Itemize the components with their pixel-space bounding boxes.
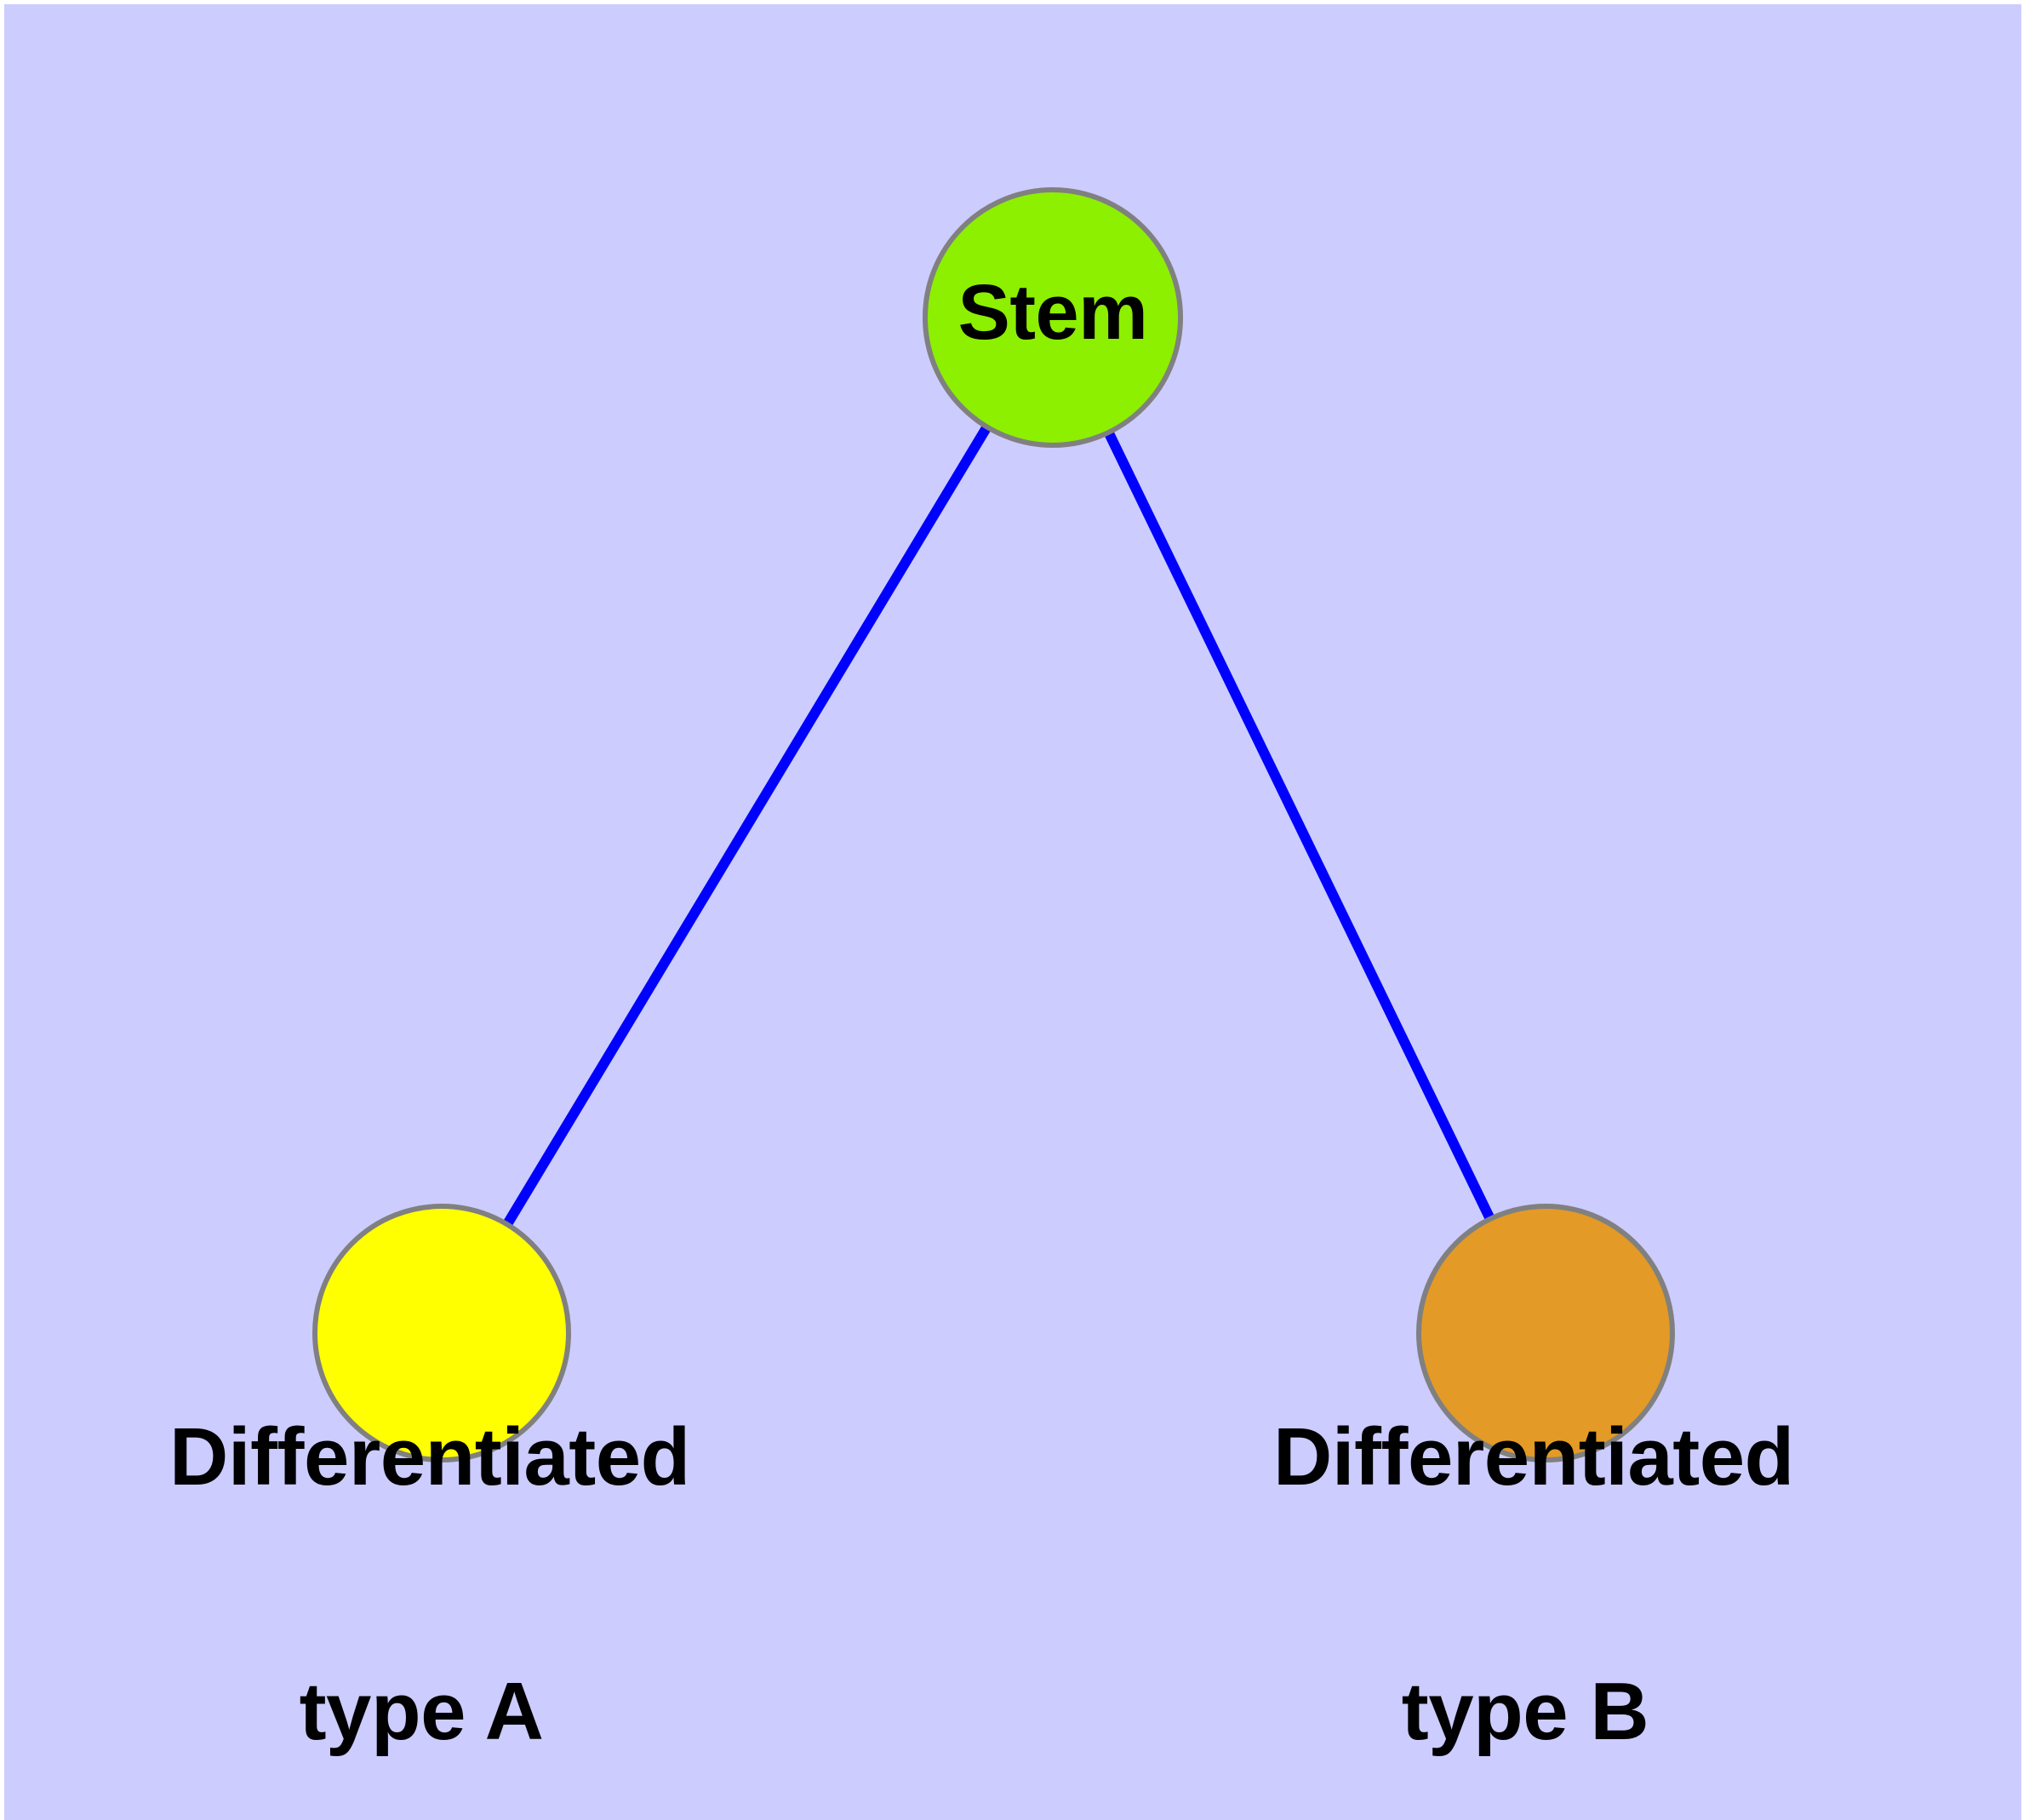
edge-stem-to-diff-b[interactable] bbox=[1048, 315, 1551, 1336]
edge-group bbox=[437, 314, 1551, 1336]
edge-stem-to-diff-a[interactable] bbox=[437, 314, 1058, 1336]
node-diff-a-circle[interactable] bbox=[312, 1204, 571, 1462]
node-diff-b-circle[interactable] bbox=[1416, 1204, 1675, 1462]
node-group bbox=[312, 187, 1675, 1462]
node-stem-circle[interactable] bbox=[923, 187, 1183, 448]
